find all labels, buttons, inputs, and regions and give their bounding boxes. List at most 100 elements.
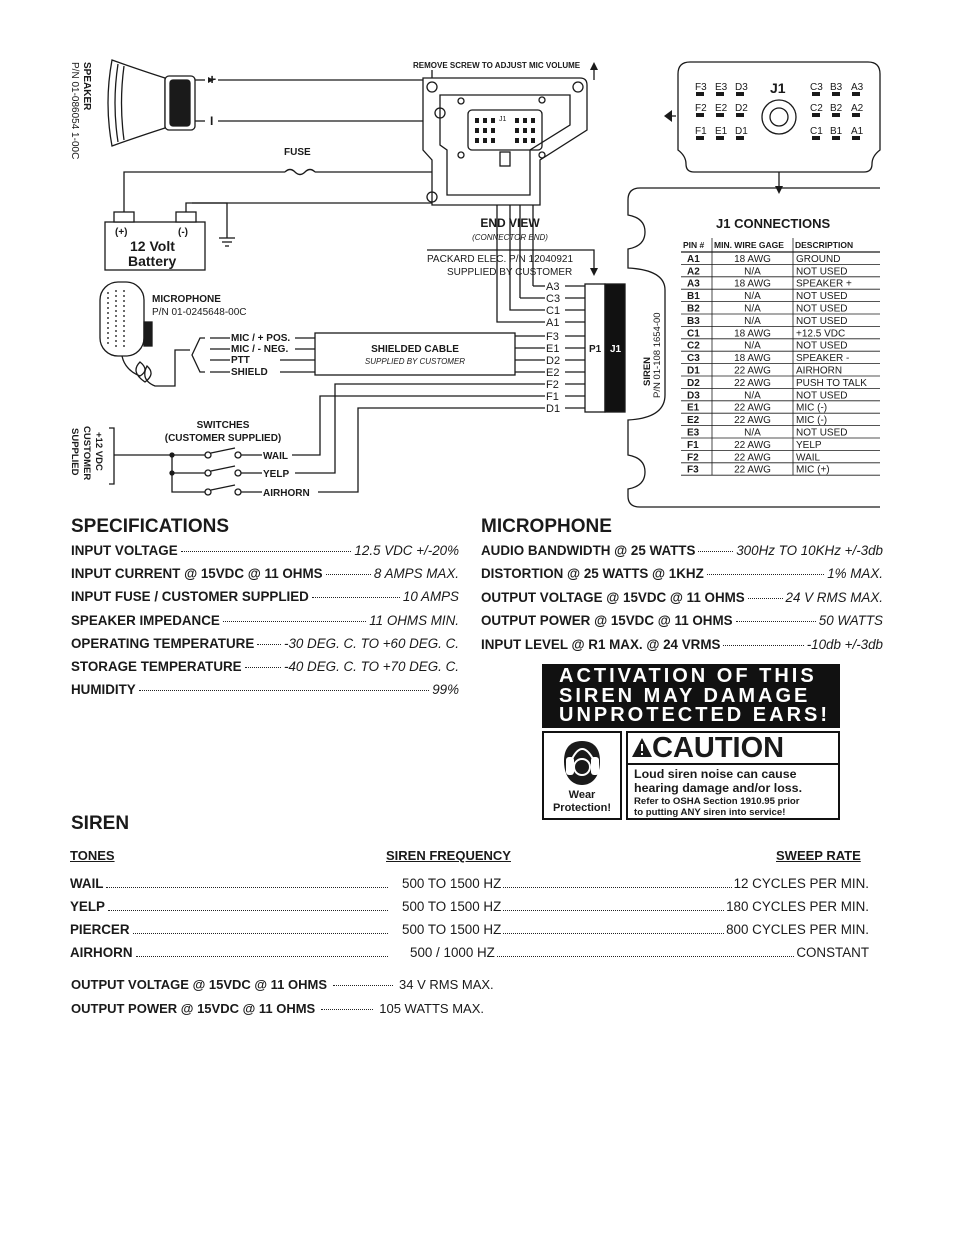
tone-name: WAIL xyxy=(70,876,104,891)
table-cell-pin: B1 xyxy=(687,291,700,302)
j1-connector-face xyxy=(677,61,881,173)
table-cell-description: PUSH TO TALK xyxy=(796,378,867,389)
output-power-row: OUTPUT POWER @ 15VDC @ 11 OHMS 105 WATTS… xyxy=(71,1001,484,1016)
switch-icon xyxy=(204,447,242,496)
j1-label: J1 xyxy=(610,344,622,355)
tone-name: AIRHORN xyxy=(70,945,133,960)
spec-row: STORAGE TEMPERATURE-40 DEG. C. TO +70 DE… xyxy=(71,659,459,674)
mic-wire-label: MIC / + POS. xyxy=(231,333,290,344)
table-cell-description: MIC (-) xyxy=(796,403,827,414)
conn-pin: E2 xyxy=(715,103,728,114)
table-cell-pin: D2 xyxy=(687,378,700,389)
table-cell-gage: N/A xyxy=(744,304,761,315)
table-cell-description: YELP xyxy=(796,440,822,451)
leader-dots xyxy=(333,985,394,986)
pin-labels: A3 C3 C1 A1 F3 E1 D2 E2 F2 F1 D1 xyxy=(546,281,560,415)
pin-label: F2 xyxy=(546,379,559,391)
spec-value: 12.5 VDC +/-20% xyxy=(354,543,459,558)
switch-label-wail: WAIL xyxy=(263,451,288,462)
conn-pin: A1 xyxy=(851,126,864,137)
leader-dots xyxy=(321,1009,374,1010)
conn-pin: D2 xyxy=(735,103,748,114)
shielded-cable-sub: SUPPLIED BY CUSTOMER xyxy=(365,357,465,366)
table-cell-pin: B3 xyxy=(687,316,700,327)
siren-label: SIREN xyxy=(642,357,653,386)
table-cell-pin: E2 xyxy=(687,415,700,426)
table-cell-gage: 18 AWG xyxy=(734,254,771,265)
shielded-cable-label: SHIELDED CABLE xyxy=(371,344,459,355)
table-cell-description: NOT USED xyxy=(796,266,848,277)
sweep-header: SWEEP RATE xyxy=(776,848,861,863)
leader-dots xyxy=(747,597,783,599)
conn-pin: C3 xyxy=(810,82,823,93)
pin-label: F3 xyxy=(546,331,559,343)
spec-label: DISTORTION @ 25 WATTS @ 1KHZ xyxy=(481,566,704,582)
banner-line: ACTIVATION OF THIS xyxy=(559,665,817,687)
conn-pin: C1 xyxy=(810,126,823,137)
table-cell-description: NOT USED xyxy=(796,341,848,352)
tones-header: TONES xyxy=(70,848,115,863)
table-cell-gage: 22 AWG xyxy=(734,378,771,389)
tone-frequency: 500 TO 1500 HZ xyxy=(402,899,502,914)
siren-title: SIREN xyxy=(71,813,130,834)
supply-label: SUPPLIED xyxy=(69,428,80,476)
conn-pin: D1 xyxy=(735,126,748,137)
table-cell-description: NOT USED xyxy=(796,316,848,327)
banner-line: UNPROTECTED EARS! xyxy=(559,704,831,726)
table-cell-gage: N/A xyxy=(744,316,761,327)
caution-line: Refer to OSHA Section 1910.95 prior xyxy=(634,796,800,807)
mic-wire-label: MIC / - NEG. xyxy=(231,344,288,355)
table-cell-description: NOT USED xyxy=(796,428,848,439)
warning-triangle-icon xyxy=(632,738,652,757)
leader-dots xyxy=(503,933,724,934)
table-cell-gage: 18 AWG xyxy=(734,279,771,290)
spec-value: 50 WATTS xyxy=(818,613,883,629)
spec-label: SPEAKER IMPEDANCE xyxy=(71,612,220,628)
tone-frequency: 500 / 1000 HZ xyxy=(410,945,495,960)
conn-pin: E1 xyxy=(715,126,728,137)
switches-sub: (CUSTOMER SUPPLIED) xyxy=(165,433,282,444)
speaker-minus: I xyxy=(210,114,213,128)
j1-pin-marks xyxy=(696,92,860,140)
table-cell-pin: B2 xyxy=(687,304,700,315)
table-cell-pin: E1 xyxy=(687,403,700,414)
spec-label: INPUT FUSE / CUSTOMER SUPPLIED xyxy=(71,589,309,605)
table-cell-description: GROUND xyxy=(796,254,840,265)
spec-label: INPUT VOLTAGE xyxy=(71,543,178,558)
table-cell-gage: 22 AWG xyxy=(734,403,771,414)
conn-pin: A2 xyxy=(851,103,864,114)
banner-line: SIREN MAY DAMAGE xyxy=(559,684,811,707)
wear-text: Wear xyxy=(568,789,596,801)
table-cell-gage: N/A xyxy=(744,390,761,401)
table-cell-description: NOT USED xyxy=(796,390,848,401)
table-cell-gage: 18 AWG xyxy=(734,353,771,364)
tone-frequency: 500 TO 1500 HZ xyxy=(402,922,502,937)
table-cell-pin: E3 xyxy=(687,428,700,439)
packard-part-number: PACKARD ELEC. P/N 12040921 xyxy=(427,254,573,265)
spec-value: 8 AMPS MAX. xyxy=(373,566,459,582)
pin-label: D2 xyxy=(546,355,560,367)
tone-frequency: 500 TO 1500 HZ xyxy=(402,876,502,891)
leader-dots xyxy=(106,887,388,888)
table-cell-gage: N/A xyxy=(744,428,761,439)
table-cell-pin: A2 xyxy=(687,266,700,277)
table-cell-pin: A1 xyxy=(687,254,700,265)
battery-label-2: Battery xyxy=(128,253,176,269)
leader-dots xyxy=(311,597,400,599)
pin-label: E2 xyxy=(546,367,559,379)
table-cell-description: SPEAKER + xyxy=(796,279,852,290)
table-cell-pin: F3 xyxy=(687,465,699,476)
mic-wire-label: PTT xyxy=(231,355,250,366)
caution-line: hearing damage and/or loss. xyxy=(634,781,803,795)
table-header: MIN. WIRE GAGE xyxy=(714,240,784,250)
leader-dots xyxy=(180,551,352,552)
spec-value: 1% MAX. xyxy=(827,566,883,582)
wiring-diagram: SPEAKER P/N 01-086054 1-00C + I FUSE (+)… xyxy=(69,59,881,508)
leader-dots xyxy=(133,933,388,934)
